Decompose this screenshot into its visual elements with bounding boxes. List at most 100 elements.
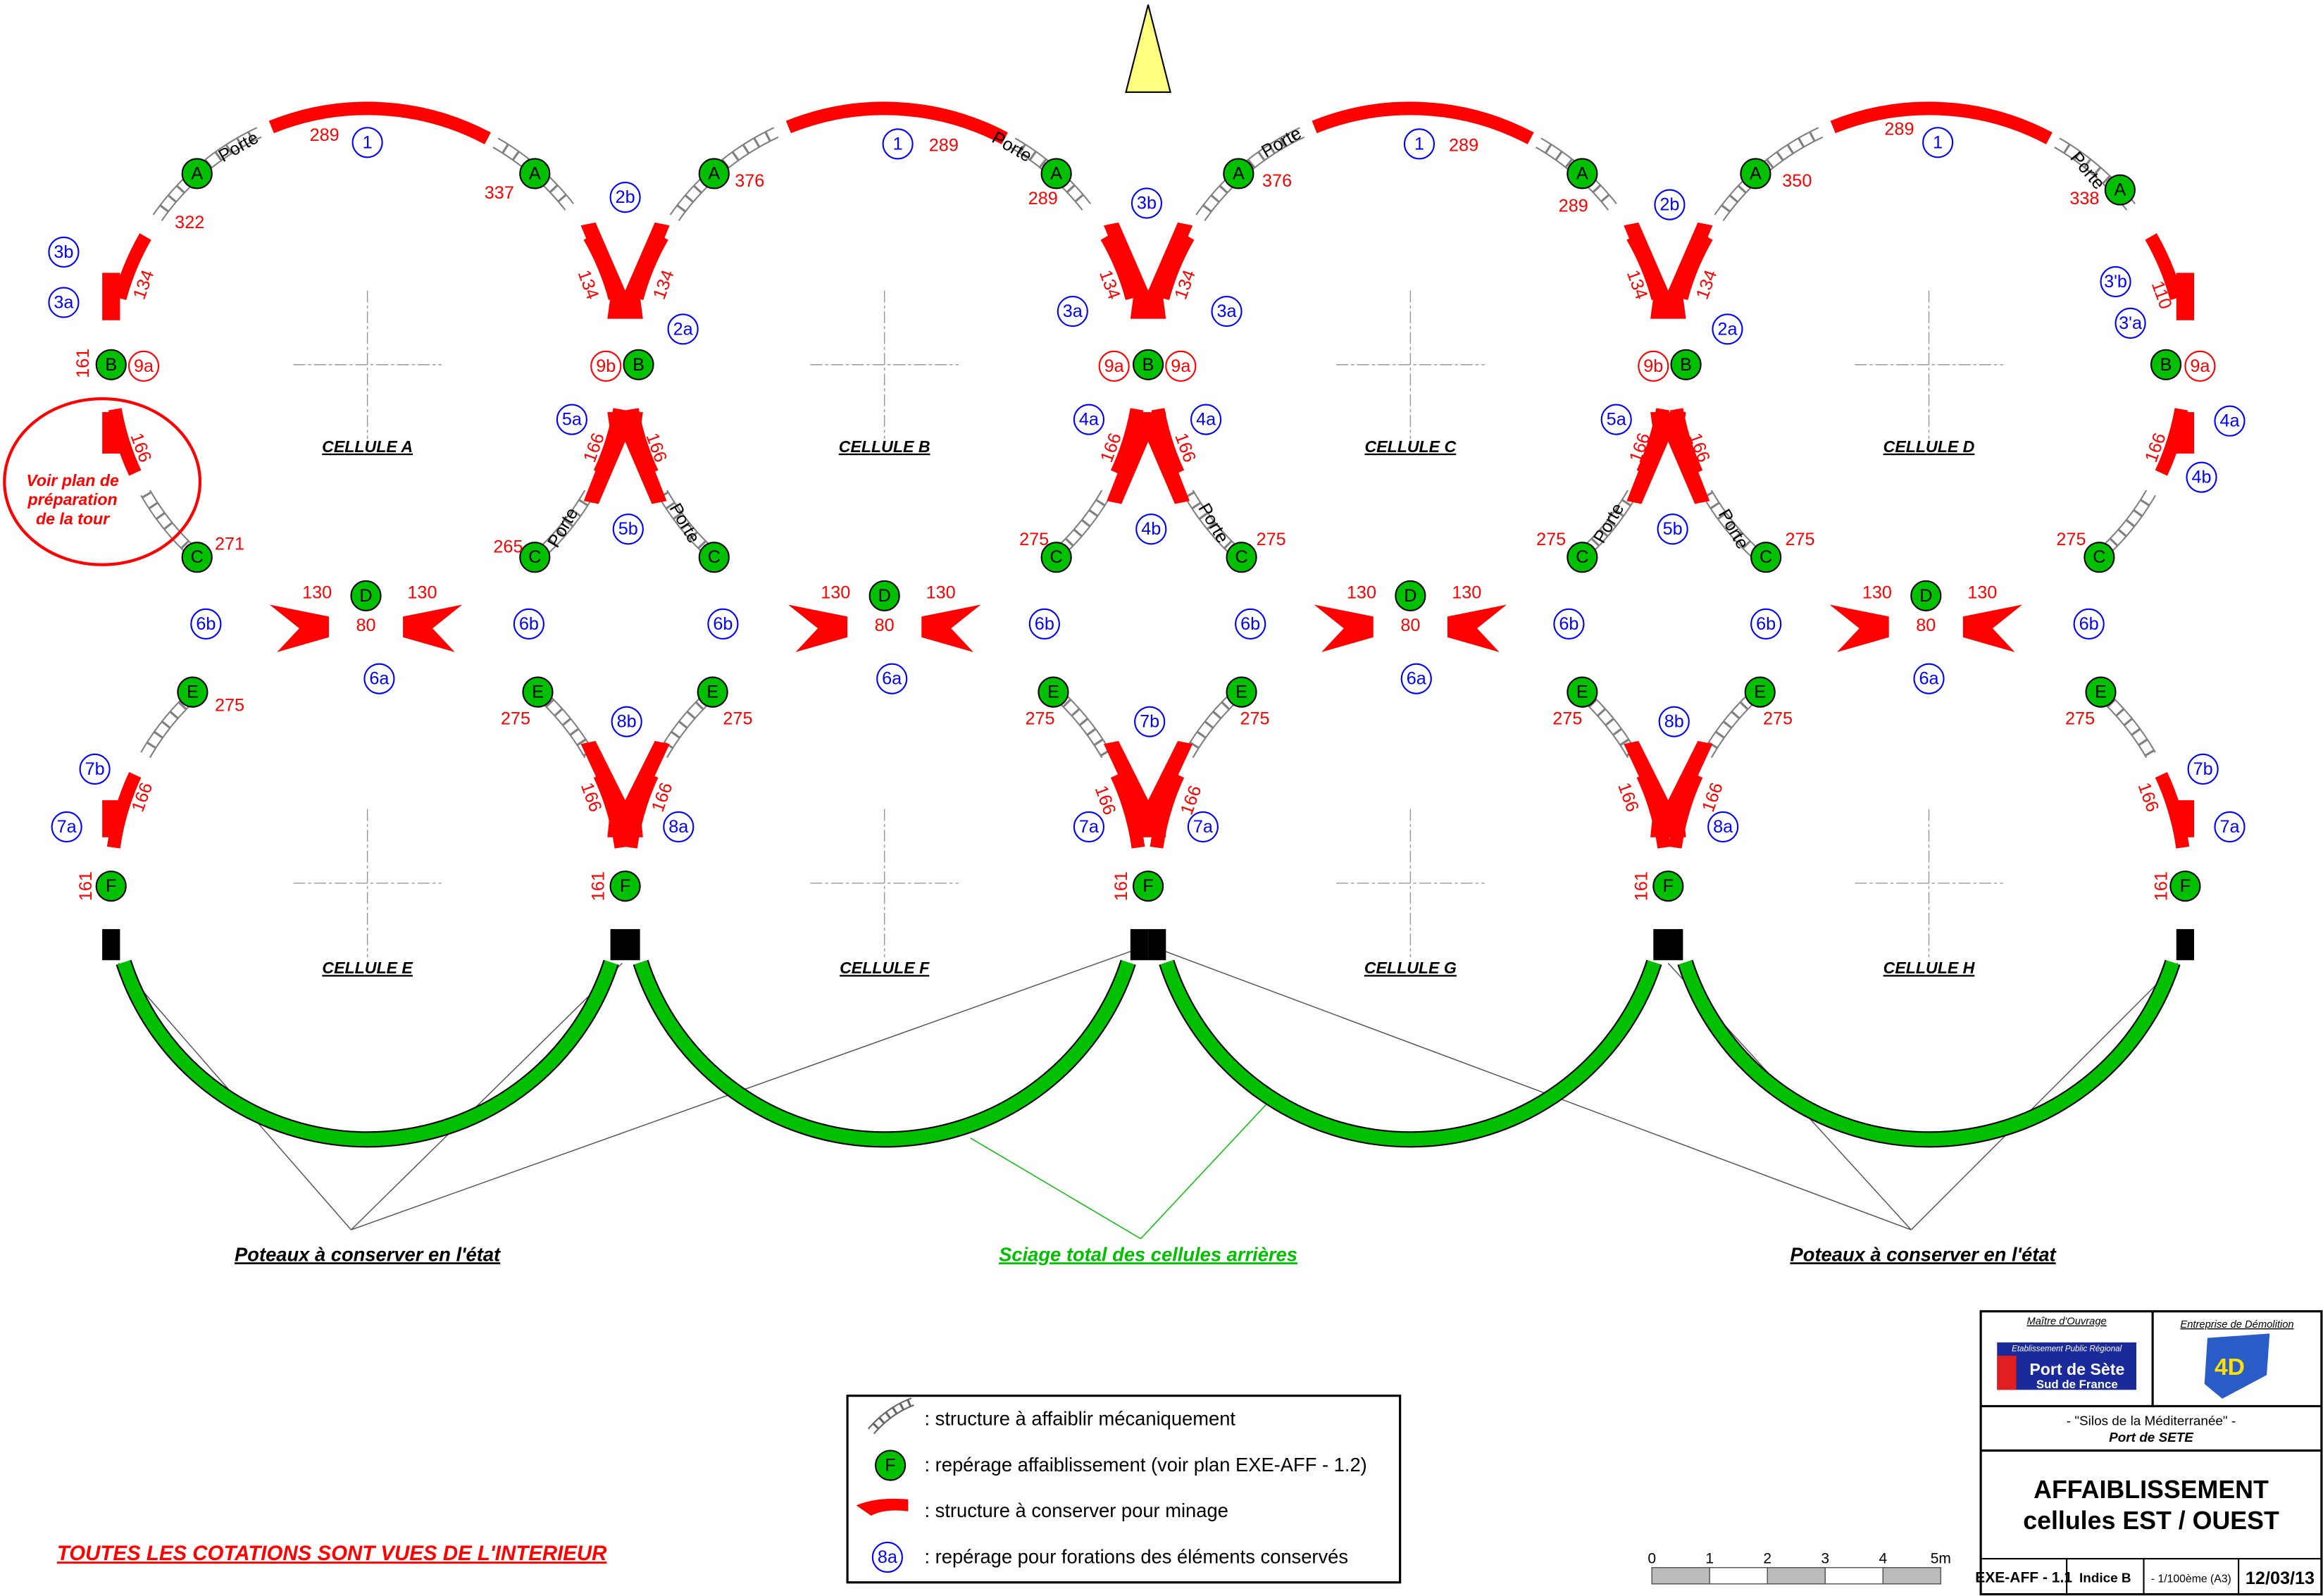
red-marker: 9b [590, 350, 622, 382]
blue-marker: 6a [1400, 663, 1432, 694]
green-marker-label: D [878, 586, 891, 606]
red-marker-label: 9b [596, 356, 616, 376]
blue-marker-circle [1135, 513, 1167, 545]
green-marker: B [95, 349, 127, 380]
blue-marker-label: 6a [369, 669, 390, 689]
red-structure [1150, 772, 1185, 849]
green-marker-circle [2084, 542, 2115, 573]
blue-marker: 6b [190, 608, 222, 640]
blue-marker-circle [556, 404, 587, 435]
drawing-ref: EXE-AFF - 1.1 [1975, 1570, 2072, 1586]
blue-marker-label: 7b [1140, 712, 1159, 732]
door-label: Porte [1714, 506, 1752, 552]
blue-marker-circle [2073, 608, 2105, 640]
green-marker-circle [698, 158, 730, 189]
drawing-date: 12/03/13 [2246, 1569, 2315, 1588]
red-structure [2155, 772, 2190, 849]
green-marker-circle [2169, 871, 2201, 902]
blue-marker: 7b [1134, 706, 1166, 737]
blue-marker: 3'b [2100, 266, 2131, 298]
blue-marker-label: 1 [893, 134, 903, 154]
sawn-arc-outline [1677, 959, 2181, 1148]
blue-marker-label: 6b [2079, 614, 2099, 634]
dimension-label: 161 [1631, 871, 1651, 901]
blue-marker: 6b [707, 608, 739, 640]
dimension-label: 376 [735, 171, 764, 191]
legend-marker-8a: 8a [878, 1547, 898, 1567]
blue-marker: 3'a [2115, 307, 2146, 339]
dimension-label: 289 [310, 125, 340, 145]
green-marker: E [2085, 676, 2117, 708]
red-structure [1110, 772, 1145, 849]
green-marker-circle [1750, 542, 1782, 573]
scale-tick-label: 2 [1763, 1550, 1771, 1566]
project-location: Port de SETE [2109, 1430, 2194, 1445]
dimension-label: 80 [356, 616, 375, 635]
cell-label: CELLULE C [1364, 437, 1456, 456]
green-marker: F [1132, 871, 1164, 902]
dimension-label: 338 [2069, 189, 2099, 208]
preserved-post [1130, 929, 1149, 961]
blue-marker-circle [1235, 608, 1266, 640]
cell-label: CELLULE G [1364, 959, 1457, 977]
sawn-arc-outline [116, 959, 619, 1148]
blue-marker: 6b [1235, 608, 1266, 640]
blue-marker: 4a [2214, 405, 2246, 437]
green-marker: E [697, 676, 728, 708]
scale-segment [1767, 1566, 1826, 1585]
green-marker-circle [1040, 542, 1072, 573]
scale-tick-label: 3 [1821, 1550, 1829, 1566]
green-marker-circle [181, 542, 213, 573]
green-marker-label: C [2093, 547, 2105, 567]
blue-marker-circle [1400, 663, 1432, 694]
red-wedge [102, 800, 120, 837]
red-marker-label: 9a [134, 356, 154, 376]
green-marker: D [350, 580, 382, 611]
red-marker-label: 9a [1171, 356, 1191, 376]
cotations-note: TOUTES LES COTATIONS SONT VUES DE L'INTE… [57, 1542, 607, 1565]
blue-marker-circle [1134, 706, 1166, 737]
blue-marker-circle [1922, 127, 1954, 158]
dimension-label: 275 [1240, 709, 1269, 728]
blue-marker-circle [876, 663, 908, 694]
dimension-label: 130 [1347, 583, 1376, 603]
blue-marker-label: 6b [196, 614, 216, 634]
dimension-label: 134 [649, 268, 678, 302]
red-wedge [1624, 222, 1713, 319]
leader-line [1157, 947, 1912, 1230]
note-right: Poteaux à conserver en l'état [1790, 1243, 2057, 1265]
blue-marker: 2a [1712, 313, 1743, 345]
dimension-label: 289 [1884, 119, 1914, 139]
blue-marker-label: 7b [85, 759, 105, 779]
green-marker-label: C [191, 547, 204, 567]
red-structure [785, 101, 1008, 144]
dimension-label: 130 [407, 583, 437, 603]
blue-marker-label: 1 [1933, 132, 1943, 152]
blue-marker-label: 5b [1663, 519, 1683, 539]
red-wedge [269, 604, 329, 652]
green-marker: C [698, 542, 730, 573]
green-marker-label: B [105, 355, 117, 375]
blue-marker: 8b [1658, 706, 1690, 737]
blue-marker-label: 6b [713, 614, 733, 634]
blue-marker-circle [363, 663, 395, 694]
green-marker-label: A [1576, 163, 1588, 183]
blue-marker: 1 [1922, 127, 1954, 158]
project-name: - "Silos de la Méditerranée" - [2067, 1414, 2236, 1429]
blue-marker-circle [48, 236, 80, 268]
red-wedge [2176, 273, 2195, 320]
green-marker-label: F [1663, 876, 1674, 896]
red-wedge [2176, 412, 2195, 454]
svg-text:Port de Sète: Port de Sète [2029, 1360, 2124, 1378]
green-marker-label: E [1576, 682, 1588, 702]
green-marker-circle [1567, 158, 1598, 189]
blue-marker-circle [2214, 405, 2246, 437]
green-marker-circle [519, 158, 551, 189]
blue-marker-circle [48, 287, 80, 318]
green-marker-circle [1740, 158, 1771, 189]
blue-marker: 6a [876, 663, 908, 694]
green-marker: A [519, 158, 551, 189]
blue-marker-circle [663, 811, 695, 843]
blue-marker-circle [1707, 811, 1739, 843]
